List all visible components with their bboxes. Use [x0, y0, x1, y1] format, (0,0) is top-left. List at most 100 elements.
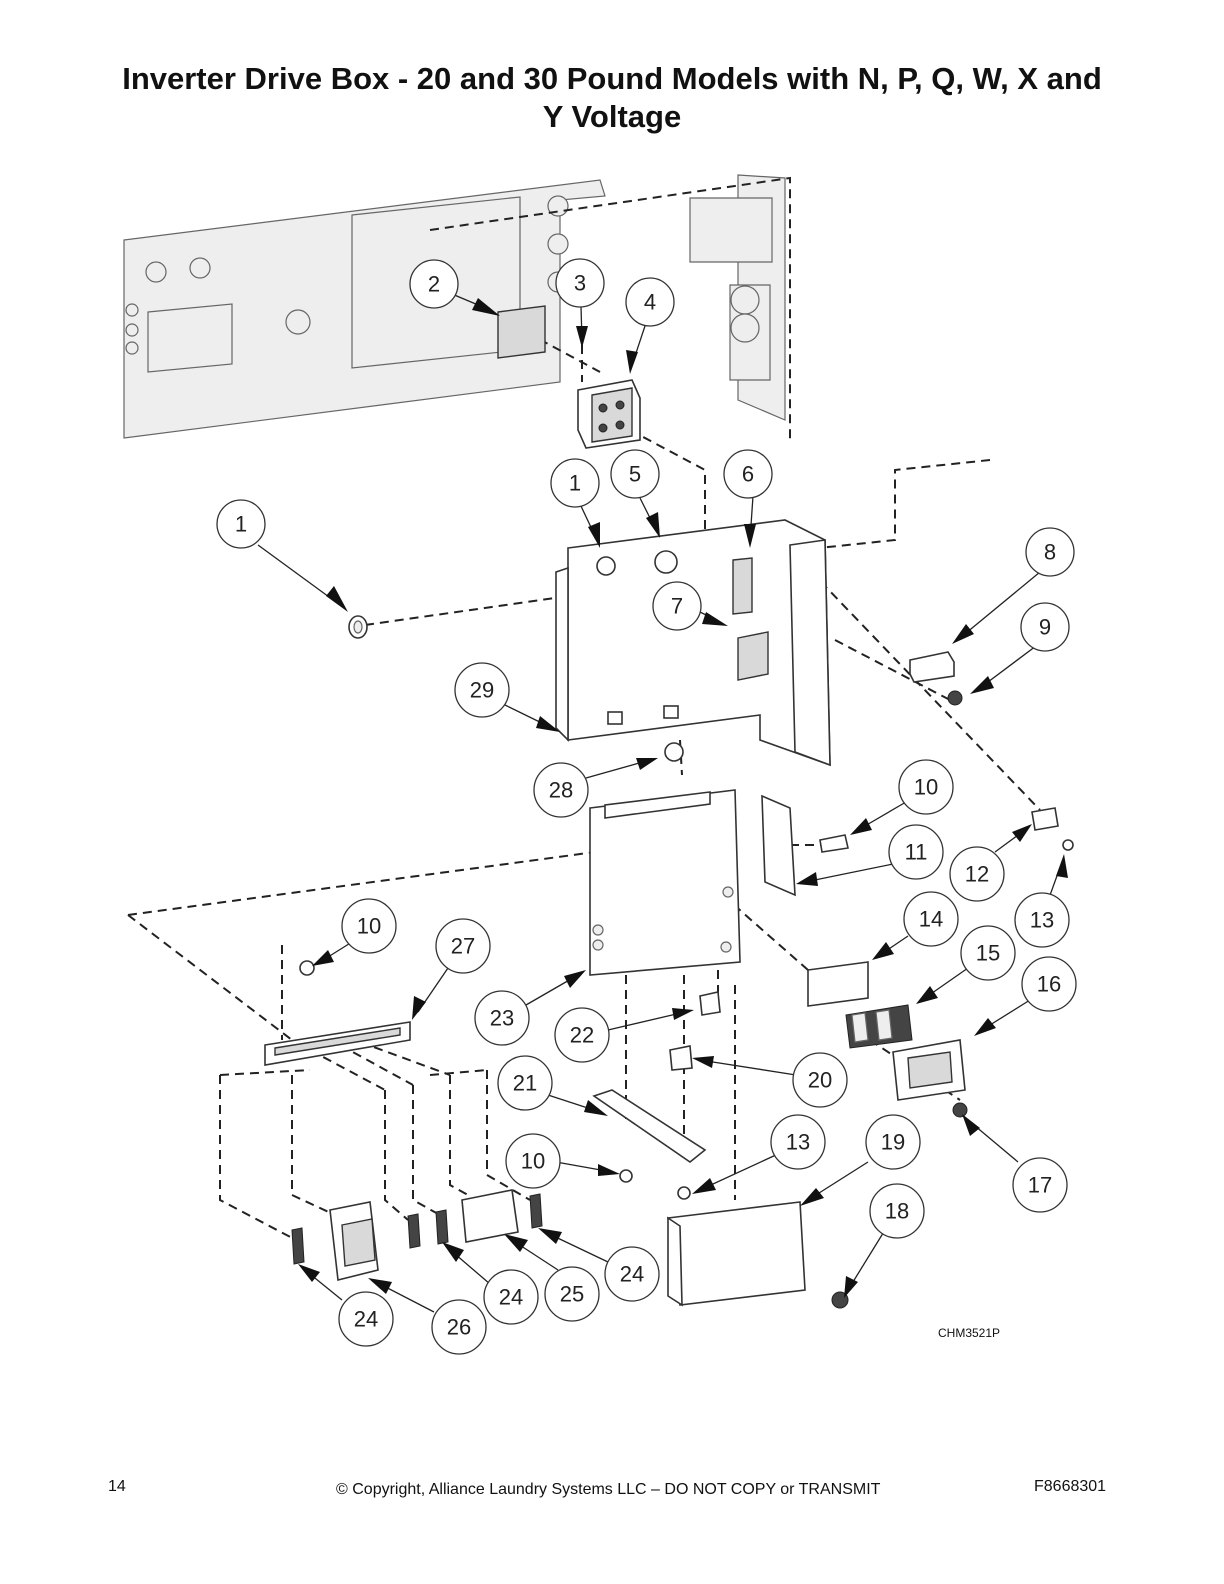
callout-label: 24 [620, 1262, 644, 1287]
part-24-end-clips [291, 1193, 543, 1265]
callout-label: 24 [354, 1307, 378, 1332]
callout-label: 11 [905, 840, 928, 865]
document-number: F8668301 [1034, 1478, 1107, 1495]
callout-24: 24 [483, 1269, 539, 1325]
callout-12: 12 [949, 846, 1005, 902]
part-11-cover-plate [761, 794, 796, 897]
callout-label: 3 [574, 271, 586, 296]
callout-7: 7 [652, 581, 702, 631]
callout-label: 1 [235, 512, 247, 537]
callout-10: 10 [505, 1133, 561, 1189]
part-10-screw-right [819, 834, 849, 853]
callout-1: 1 [216, 499, 266, 549]
callout-label: 17 [1028, 1173, 1052, 1198]
callout-label: 2 [428, 272, 440, 297]
callout-8: 8 [1025, 527, 1075, 577]
callout-label: 10 [914, 775, 938, 800]
callout-label: 13 [786, 1130, 810, 1155]
callout-label: 20 [808, 1068, 832, 1093]
part-9-screw [947, 690, 963, 706]
title-line-1: Inverter Drive Box - 20 and 30 Pound Mod… [122, 61, 1102, 96]
callout-10: 10 [341, 898, 397, 954]
callout-13: 13 [1014, 892, 1070, 948]
callout-label: 28 [549, 778, 573, 803]
callout-label: 26 [447, 1315, 471, 1340]
callout-9: 9 [1020, 602, 1070, 652]
part-27-din-rail [264, 1021, 411, 1066]
part-28-grommet [664, 742, 684, 762]
part-26-contactor [329, 1201, 379, 1281]
part-8-bracket [909, 651, 955, 683]
callout-5: 5 [610, 449, 660, 499]
part-13-screw-top [1062, 839, 1074, 851]
part-18-screw [831, 1291, 849, 1309]
callout-13: 13 [770, 1114, 826, 1170]
callout-label: 22 [570, 1023, 594, 1048]
callout-16: 16 [1021, 956, 1077, 1012]
part-13-screw-bottom [677, 1186, 691, 1200]
callout-19: 19 [865, 1114, 921, 1170]
callout-26: 26 [431, 1299, 487, 1355]
callout-20: 20 [792, 1052, 848, 1108]
part-20-bracket [669, 1045, 693, 1071]
figure-code: CHM3521P [938, 1326, 1001, 1340]
callout-label: 15 [976, 941, 1000, 966]
callout-14: 14 [903, 891, 959, 947]
callout-label: 29 [470, 678, 494, 703]
callout-label: 7 [671, 594, 683, 619]
page-title: Inverter Drive Box - 20 and 30 Pound Mod… [60, 60, 1164, 136]
callout-label: 8 [1044, 540, 1056, 565]
callout-11: 11 [888, 824, 944, 880]
part-1-grommet-left [348, 615, 368, 639]
callout-label: 1 [569, 471, 581, 496]
callout-27: 27 [435, 918, 491, 974]
callout-15: 15 [960, 925, 1016, 981]
page-number: 14 [108, 1478, 126, 1495]
callout-label: 24 [499, 1285, 523, 1310]
callout-label: 4 [644, 290, 656, 315]
part-22-clip [699, 991, 721, 1016]
part-10-screw-bottom [619, 1169, 633, 1183]
callout-17: 17 [1012, 1157, 1068, 1213]
callout-label: 16 [1037, 972, 1061, 997]
leader-arrows [298, 298, 1068, 1298]
callout-label: 14 [919, 907, 943, 932]
callout-4: 4 [625, 277, 675, 327]
callout-6: 6 [723, 449, 773, 499]
callout-label: 19 [881, 1130, 905, 1155]
callout-label: 6 [742, 462, 754, 487]
callout-label: 10 [521, 1149, 545, 1174]
callout-24: 24 [338, 1291, 394, 1347]
callout-3: 3 [555, 258, 605, 308]
part-23-drive-panel [589, 789, 741, 976]
part-2-plate [497, 305, 546, 359]
title-line-2: Y Voltage [542, 99, 682, 134]
callout-2: 2 [409, 259, 459, 309]
callout-label: 12 [965, 862, 989, 887]
callout-label: 18 [885, 1199, 909, 1224]
part-29-main-bracket [555, 519, 831, 767]
callout-label: 5 [629, 462, 641, 487]
callout-22: 22 [554, 1007, 610, 1063]
part-14-label-plate [807, 961, 869, 1007]
callout-24: 24 [604, 1246, 660, 1302]
part-15-terminal-blocks [845, 1004, 913, 1049]
callout-label: 23 [490, 1006, 514, 1031]
copyright-notice: © Copyright, Alliance Laundry Systems LL… [336, 1481, 881, 1498]
callout-23: 23 [474, 990, 530, 1046]
part-12-clip [1031, 807, 1059, 831]
callout-label: 21 [513, 1071, 537, 1096]
callout-25: 25 [544, 1266, 600, 1322]
callout-18: 18 [869, 1183, 925, 1239]
callout-label: 13 [1030, 908, 1054, 933]
part-17-screw [952, 1102, 968, 1118]
callout-21: 21 [497, 1055, 553, 1111]
callout-label: 10 [357, 914, 381, 939]
callout-10: 10 [898, 759, 954, 815]
part-10-screw-left [299, 960, 315, 976]
part-4-terminal-block [577, 379, 641, 449]
part-21-plate [592, 1089, 707, 1163]
part-25-contactor [461, 1189, 519, 1243]
part-16-box [892, 1039, 966, 1101]
